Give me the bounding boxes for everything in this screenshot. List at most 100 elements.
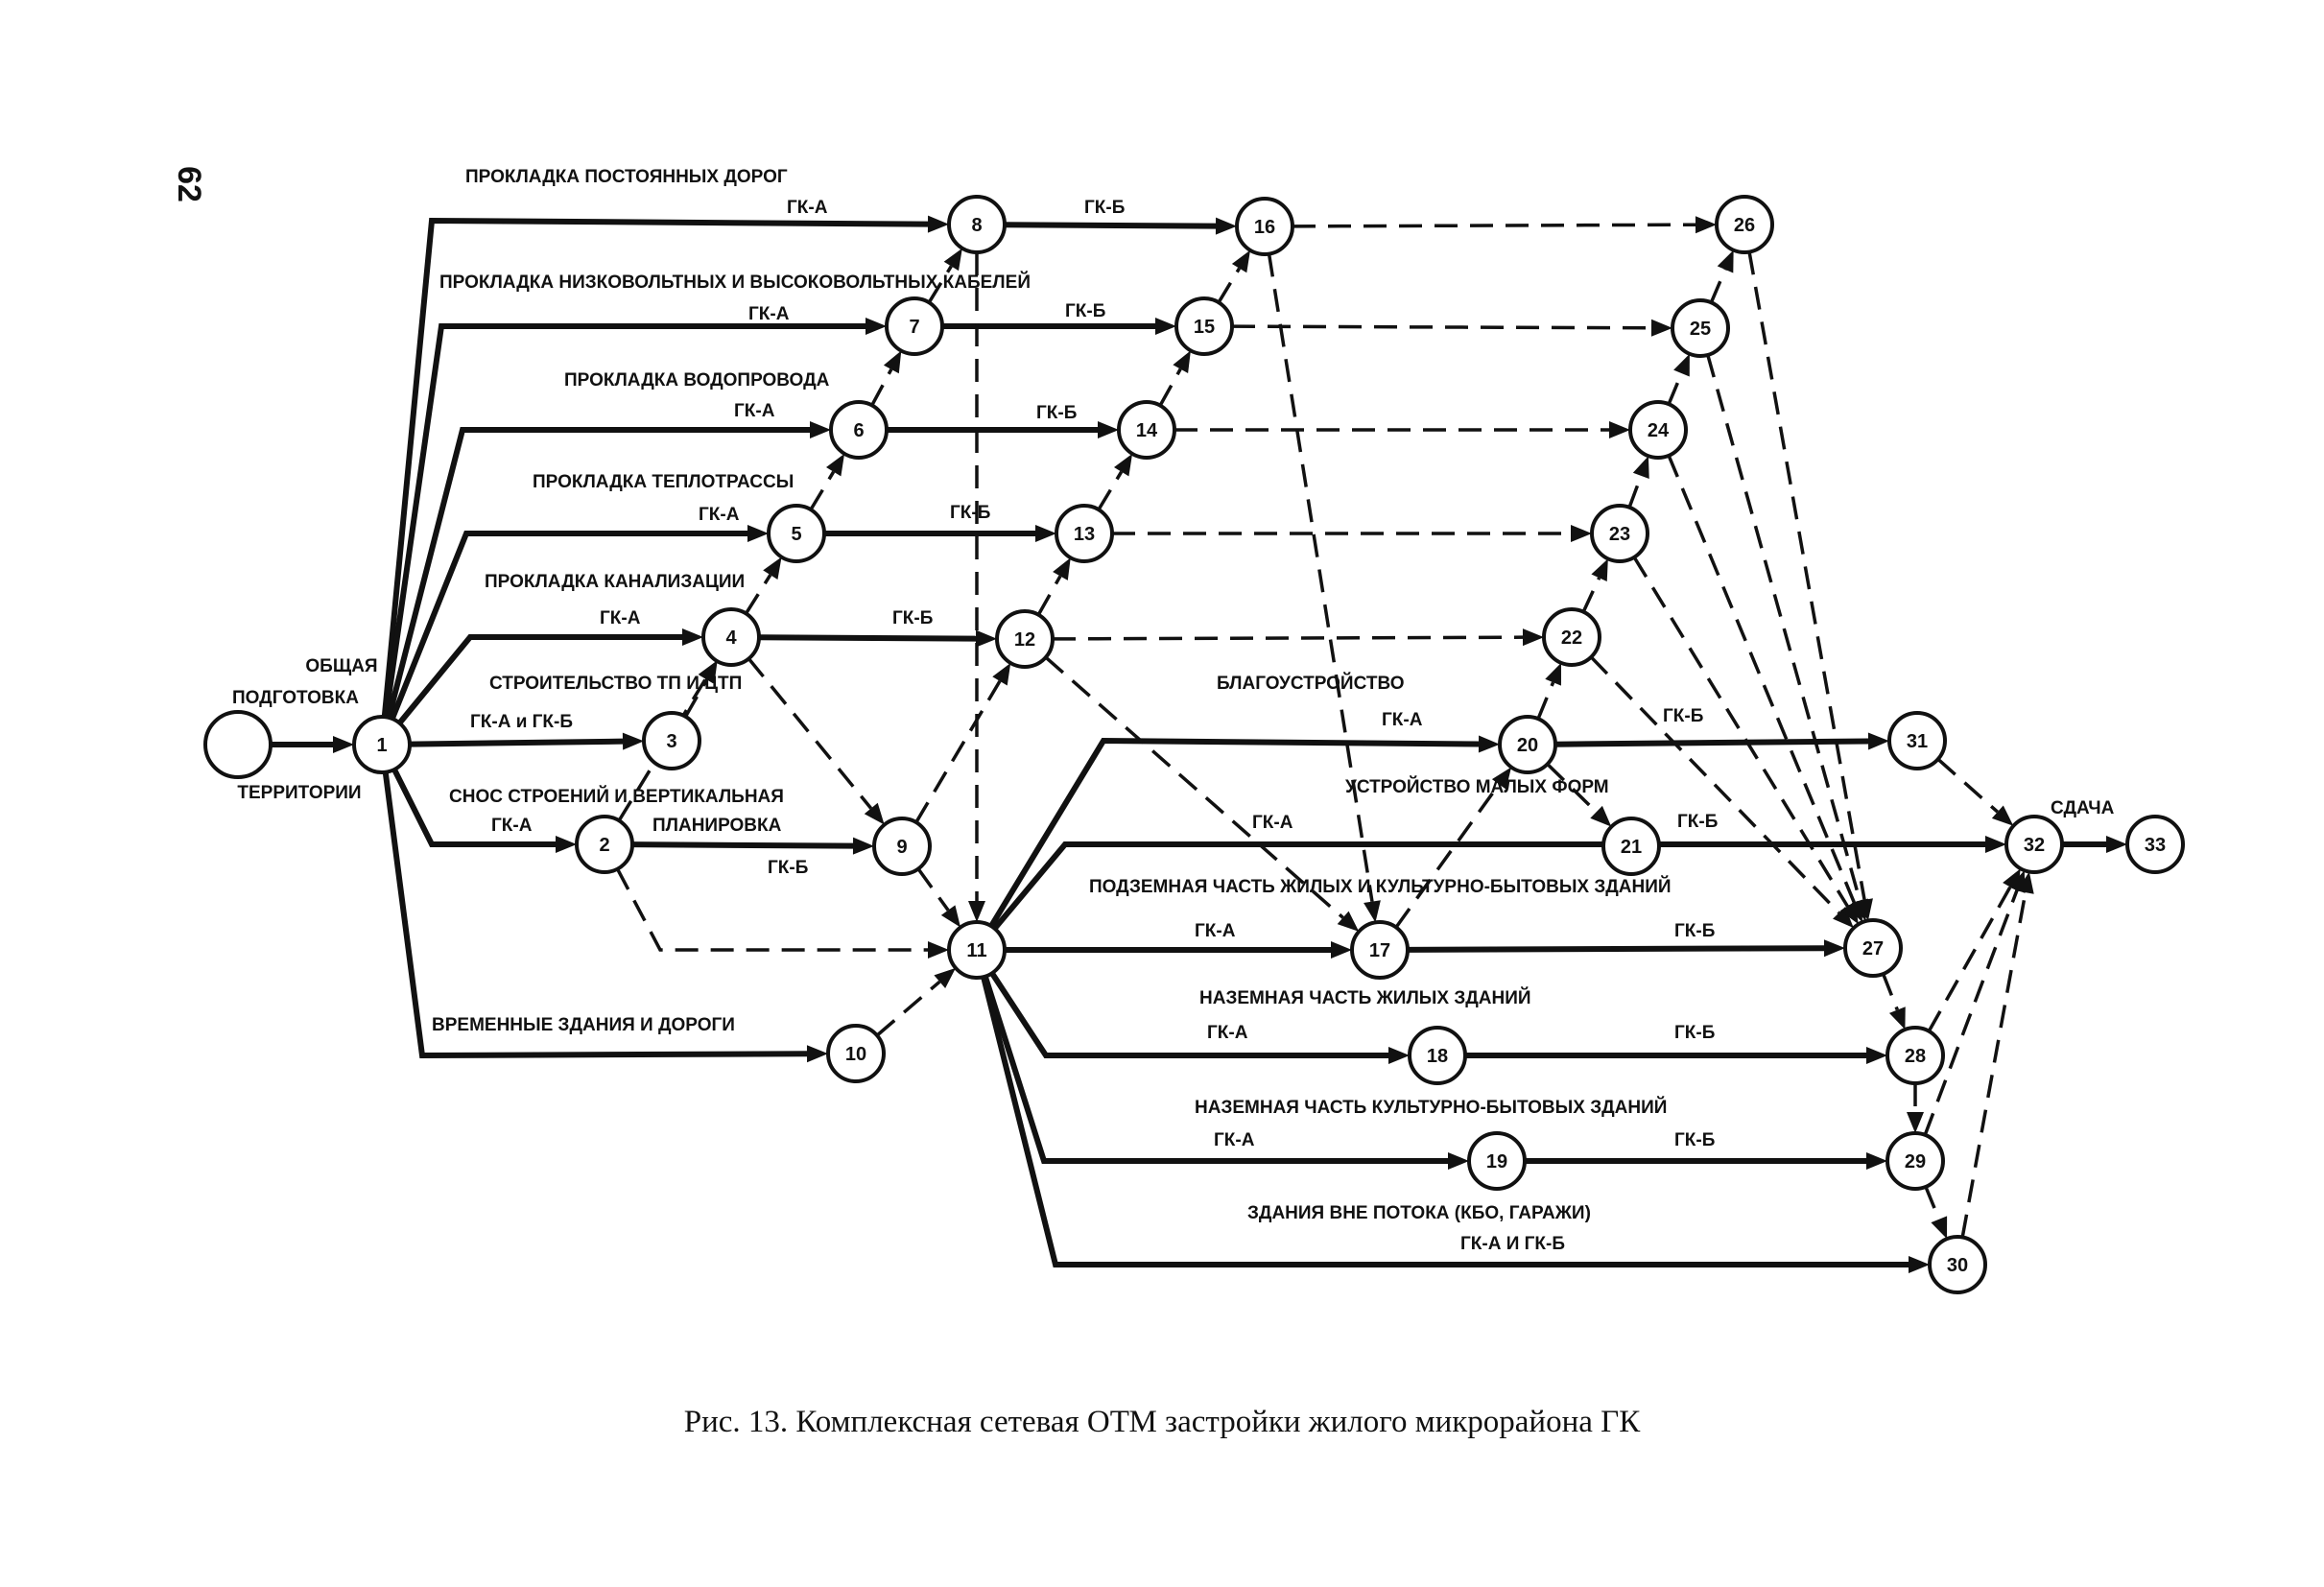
edge-32-33: [2062, 836, 2127, 853]
node-circle-22: [1542, 607, 1601, 667]
edge-line-17-20: [1394, 783, 1501, 929]
edge-30-32: [1960, 871, 2034, 1238]
label-landscape: БЛАГОУСТРОЙСТВО: [1217, 673, 1404, 694]
label-sewer: ПРОКЛАДКА КАНАЛИЗАЦИИ: [485, 572, 745, 592]
node-14: 14: [1117, 400, 1176, 460]
node-10: 10: [826, 1024, 886, 1083]
arrowhead-1-2: [556, 836, 577, 853]
arrowhead-1-4: [682, 628, 703, 646]
arrowhead-29-30: [1931, 1216, 1948, 1240]
arrowhead-11-20: [1478, 735, 1501, 753]
node-label-21: 21: [1621, 837, 1642, 858]
edge-line-23-27: [1632, 556, 1849, 908]
node-30: 30: [1928, 1235, 1987, 1294]
node-circle-23: [1590, 504, 1649, 563]
arrowhead-7-15: [1155, 318, 1176, 335]
arrowhead-30-32: [2016, 871, 2034, 894]
arrowhead-23-24: [1632, 456, 1649, 479]
label-temp: ВРЕМЕННЫЕ ЗДАНИЯ И ДОРОГИ: [432, 1015, 735, 1035]
edge-line-29-30: [1924, 1186, 1941, 1220]
edge-11-20: [988, 735, 1501, 928]
arrowhead-8-11: [968, 901, 985, 922]
label-gk-a-8: ГК-А: [787, 198, 828, 218]
node-circle-17: [1350, 920, 1410, 980]
node-circle-12: [995, 609, 1055, 669]
edge-5-13: [824, 525, 1056, 542]
node-17: 17: [1350, 920, 1410, 980]
node-18: 18: [1408, 1026, 1467, 1085]
edge-11-32: [992, 836, 2006, 931]
node-label-32: 32: [2024, 835, 2045, 856]
edge-line-1-5: [389, 531, 747, 721]
edge-line-20-21: [1546, 763, 1598, 814]
node-circle-26: [1715, 195, 1774, 254]
arrowhead-12-17: [1337, 911, 1360, 932]
arrowhead-22-27: [1833, 907, 1854, 929]
node-label-24: 24: [1648, 420, 1670, 441]
arrowhead-18-28: [1866, 1047, 1887, 1064]
edge-line-16-26: [1292, 223, 1696, 228]
node-circle-11: [947, 920, 1007, 980]
node-circle-3: [642, 711, 701, 770]
node-11: 11: [947, 920, 1007, 980]
node-circle-9: [872, 817, 932, 876]
node-circle-15: [1174, 296, 1234, 356]
arrowhead-1-3: [622, 732, 645, 750]
arrowhead-27-28: [1888, 1007, 1906, 1030]
edge-line-2-11: [615, 867, 928, 952]
edge-0-1: [271, 736, 354, 753]
node-circle-2: [575, 815, 634, 874]
label-gk-a-19: ГК-А: [1214, 1130, 1255, 1150]
edge-line-15-16: [1217, 267, 1242, 304]
edge-line-9-11: [916, 867, 950, 912]
label-gk-b-15: ГК-Б: [1065, 301, 1105, 321]
edge-line-16-17: [1267, 253, 1374, 902]
edge-line-29-32: [1923, 889, 2019, 1136]
arrowhead-8-16: [1215, 217, 1238, 235]
arrowhead-6-7: [883, 350, 902, 374]
edge-8-11: [968, 252, 985, 922]
node-circle-24: [1628, 400, 1688, 460]
edge-line-25-27: [1706, 354, 1862, 902]
edge-line-4-12: [758, 634, 977, 642]
arrowhead-16-17: [1364, 900, 1381, 923]
edge-line-12-17: [1044, 655, 1344, 919]
edge-line-7-8: [927, 265, 953, 304]
arrowhead-1-8: [927, 215, 950, 233]
edge-line-1-7: [383, 323, 866, 718]
edge-14-24: [1174, 421, 1630, 438]
node-label-14: 14: [1136, 420, 1158, 441]
node-label-27: 27: [1862, 938, 1884, 959]
edge-2-11: [615, 867, 949, 959]
arrowhead-6-14: [1098, 421, 1119, 438]
edge-line-22-27: [1589, 655, 1840, 914]
node-label-15: 15: [1194, 317, 1215, 338]
node-7: 7: [885, 296, 944, 356]
node-label-9: 9: [896, 837, 907, 858]
edge-5-6: [809, 453, 845, 511]
edge-15-16: [1217, 249, 1250, 304]
node-circle-33: [2125, 815, 2185, 874]
arrowhead-14-24: [1609, 421, 1630, 438]
arrowhead-15-16: [1231, 249, 1250, 273]
edge-line-1-4: [397, 634, 682, 725]
label-gk-a-7: ГК-А: [748, 304, 790, 324]
edge-16-26: [1292, 216, 1718, 234]
edge-28-29: [1907, 1083, 1924, 1133]
arrowhead-5-6: [825, 453, 845, 477]
label-start-bottom: ТЕРРИТОРИИ: [237, 783, 361, 803]
page-number: 62: [171, 166, 207, 202]
arrowhead-32-33: [2106, 836, 2127, 853]
node-33: 33: [2125, 815, 2185, 874]
node-label-29: 29: [1905, 1151, 1926, 1172]
edge-20-21: [1546, 763, 1612, 827]
arrowhead-10-11: [934, 967, 956, 989]
label-gk-b-32: ГК-Б: [1677, 812, 1718, 832]
node-label-20: 20: [1517, 735, 1538, 756]
edge-6-7: [870, 350, 902, 407]
label-gk-b-16: ГК-Б: [1084, 198, 1125, 218]
node-label-28: 28: [1905, 1046, 1926, 1067]
edge-14-15: [1158, 350, 1191, 407]
node-19: 19: [1467, 1131, 1527, 1191]
